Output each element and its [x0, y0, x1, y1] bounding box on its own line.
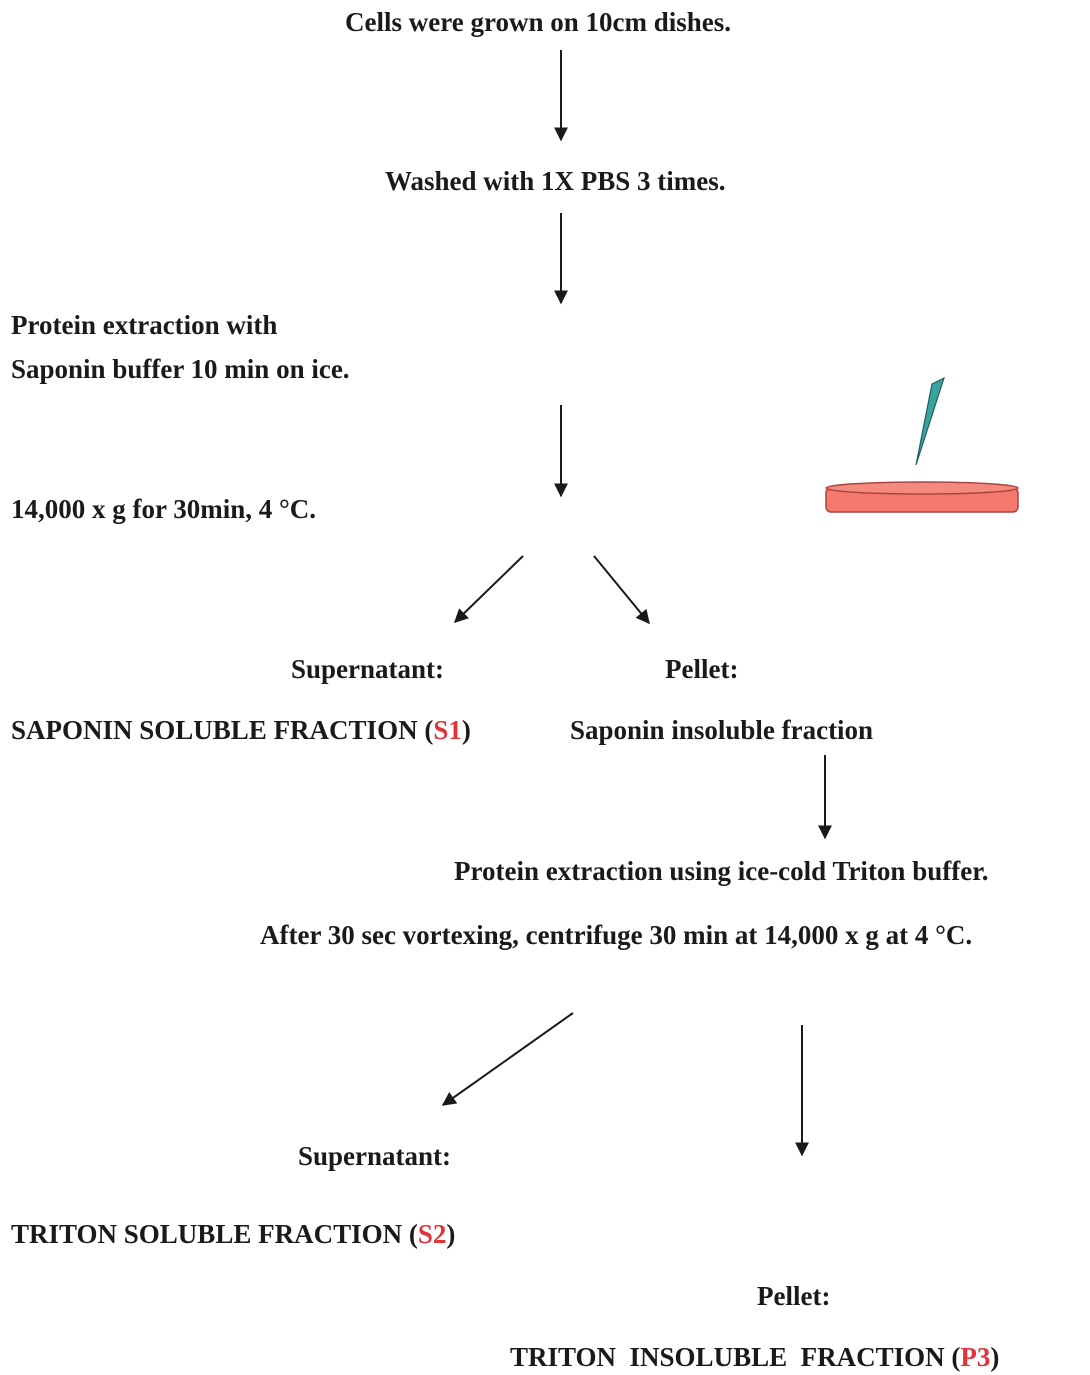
saponin-soluble-fraction: SAPONIN SOLUBLE FRACTION (S1): [11, 714, 471, 746]
arrow-to-triton-supernatant: [441, 1012, 574, 1106]
arrow-to-saponin-supernatant: [453, 555, 524, 623]
triton-pellet-label: Pellet:: [757, 1281, 831, 1311]
fraction-close: ): [990, 1342, 1000, 1372]
triton-step-line1: Protein extraction using ice-cold Triton…: [454, 856, 989, 886]
fraction-name: TRITON INSOLUBLE FRACTION (: [510, 1342, 961, 1372]
step-centrifuge: 14,000 x g for 30min, 4 °C.: [11, 494, 317, 524]
triton-step-line2: After 30 sec vortexing, centrifuge 30 mi…: [260, 920, 973, 950]
step-extract-line2: Saponin buffer 10 min on ice.: [11, 354, 350, 384]
step-wash: Washed with 1X PBS 3 times.: [385, 166, 726, 196]
triton-soluble-fraction: TRITON SOLUBLE FRACTION (S2): [11, 1218, 455, 1250]
triton-supernatant-label: Supernatant:: [298, 1141, 452, 1171]
saponin-insoluble-fraction: Saponin insoluble fraction: [570, 715, 874, 745]
fraction-name: SAPONIN SOLUBLE FRACTION (: [11, 715, 434, 745]
fraction-close: ): [461, 715, 471, 745]
saponin-pellet-label: Pellet:: [665, 654, 739, 684]
fraction-close: ): [446, 1219, 456, 1249]
fraction-name: TRITON SOLUBLE FRACTION (: [11, 1219, 418, 1249]
fraction-code-p3: P3: [960, 1342, 991, 1372]
dish-rim: [825, 481, 1019, 495]
fraction-code-s1: S1: [433, 715, 462, 745]
petri-dish-with-pipette-icon: [825, 376, 1019, 513]
arrow-to-saponin-pellet: [593, 555, 650, 625]
pipette-tip-icon: [915, 376, 946, 466]
saponin-supernatant-label: Supernatant:: [291, 654, 445, 684]
step-grow-cells: Cells were grown on 10cm dishes.: [345, 7, 731, 37]
step-extract-line1: Protein extraction with: [11, 310, 278, 340]
triton-insoluble-fraction: TRITON INSOLUBLE FRACTION (P3): [510, 1341, 999, 1373]
fraction-code-s2: S2: [417, 1219, 447, 1249]
